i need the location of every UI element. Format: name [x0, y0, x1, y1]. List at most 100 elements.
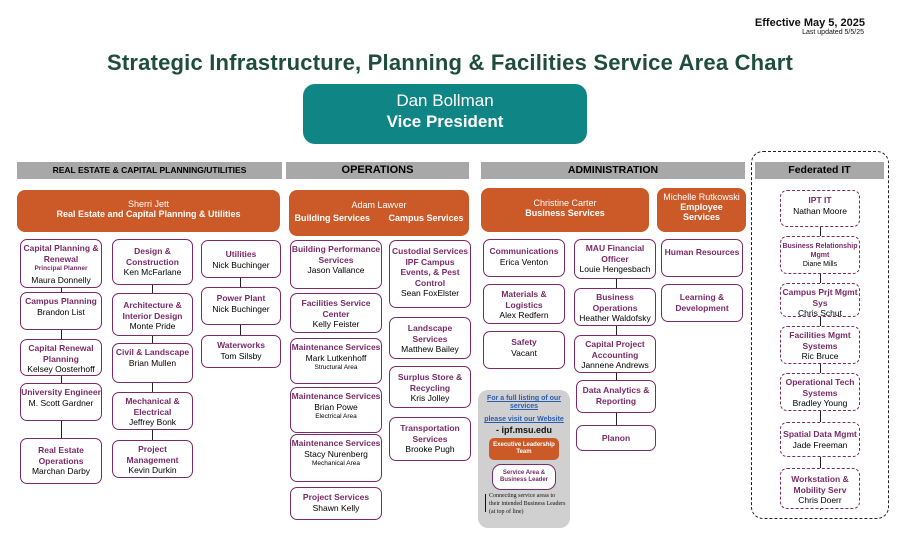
unit-facilities-mgmt-systems: Facilities Mgmt Systems Ric Bruce — [780, 326, 860, 364]
unit-person: Jannene Andrews — [581, 360, 649, 370]
leader-name: Adam Lawver — [351, 200, 407, 210]
unit-person: M. Scott Gardner — [28, 397, 94, 408]
unit-person: Sean FoxElster — [400, 288, 460, 298]
unit-title: IPT IT — [808, 195, 832, 205]
unit-mechanical-electrical: Mechanical & Electrical Jeffrey Bonk — [112, 392, 193, 430]
unit-project-management: Project Management Kevin Durkin — [112, 440, 193, 478]
unit-person: Erica Venton — [499, 256, 549, 267]
website-link-2[interactable]: please visit our Website — [484, 416, 564, 423]
leader-name: Christine Carter — [533, 198, 597, 208]
unit-title: Learning & Development — [675, 292, 729, 313]
unit-capital-renewal-planning: Capital Renewal Planning Kelsey Oosterho… — [20, 339, 102, 376]
unit-custodial-services: Custodial Services IPF Campus Events, & … — [389, 240, 471, 308]
leader-title: Real Estate and Capital Planning & Utili… — [56, 209, 241, 219]
unit-campus-planning: Campus Planning Brandon List — [20, 292, 102, 330]
unit-person: Kris Jolley — [410, 393, 450, 403]
unit-title: Planon — [601, 433, 631, 443]
unit-spatial-data-mgmt: Spatial Data Mgmt Jade Freeman — [780, 422, 860, 457]
unit-maintenance-structural: Maintenance Services Mark Lutkenhoff Str… — [290, 338, 382, 384]
unit-utilities: Utilities Nick Buchinger — [201, 240, 281, 278]
website-link[interactable]: For a full listing of our services — [478, 395, 570, 411]
vp-role: Vice President — [386, 112, 504, 131]
unit-title: Data Analytics & Reporting — [582, 385, 650, 406]
unit-capital-project-accounting: Capital Project Accounting Jannene Andre… — [574, 335, 656, 373]
unit-facilities-service-center: Facilities Service Center Kelly Feister — [290, 293, 382, 333]
unit-person: Jason Vallance — [307, 265, 365, 275]
unit-safety: Safety Vacant — [483, 331, 565, 369]
unit-power-plant: Power Plant Nick Buchinger — [201, 287, 281, 325]
unit-person: Kelsey Oosterhoff — [27, 364, 95, 374]
unit-title: Materials & Logistics — [501, 289, 547, 310]
unit-title: Utilities — [225, 249, 257, 259]
unit-operational-tech-systems: Operational Tech Systems Bradley Young — [780, 373, 860, 411]
unit-building-performance-services: Building Performance Services Jason Vall… — [290, 240, 382, 289]
unit-transportation-services: Transportation Services Brooke Pugh — [389, 417, 471, 461]
unit-title: Operational Tech Systems — [785, 377, 855, 398]
federated-it-frame — [751, 151, 889, 519]
unit-person: Kevin Durkin — [128, 465, 177, 475]
unit-capital-planning-renewal: Capital Planning & Renewal Principal Pla… — [20, 239, 102, 288]
unit-data-analytics-reporting: Data Analytics & Reporting — [576, 380, 656, 413]
unit-subtitle: Principal Planner — [34, 265, 88, 272]
effective-date: Effective May 5, 2025 — [754, 17, 865, 29]
unit-title: Mechanical & Electrical — [125, 396, 180, 417]
unit-project-services: Project Services Shawn Kelly — [290, 487, 382, 520]
unit-workstation-mobility-serv: Workstation & Mobility Serv Chris Doerr — [780, 468, 860, 509]
unit-area: Mechanical Area — [311, 460, 361, 467]
legend-line-sample — [485, 494, 486, 512]
unit-person: Nick Buchinger — [212, 259, 270, 270]
unit-title: Capital Planning & Renewal — [23, 243, 99, 264]
unit-business-relationship-mgmt: Business Relationship Mgmt Diane Mills — [780, 236, 860, 274]
unit-person: Brooke Pugh — [405, 444, 455, 454]
unit-person: Monte Pride — [129, 321, 176, 331]
leader-box-administration: Christine Carter Business Services — [481, 188, 649, 232]
unit-person: Matthew Bailey — [401, 344, 459, 354]
unit-mau-financial-officer: MAU Financial Officer Louie Hengesbach — [574, 239, 656, 279]
unit-title: Human Resources — [664, 247, 740, 257]
legend-executive-swatch: Executive Leadership Team — [489, 438, 559, 460]
unit-maintenance-electrical: Maintenance Services Brian Powe Electric… — [290, 387, 382, 433]
section-header-administration: ADMINISTRATION — [481, 162, 745, 179]
unit-title: Spatial Data Mgmt — [783, 429, 857, 439]
website-url[interactable]: - ipf.msu.edu — [496, 425, 552, 435]
unit-landscape-services: Landscape Services Matthew Bailey — [389, 317, 471, 359]
unit-title: Building Performance Services — [291, 244, 381, 265]
unit-title: Business Operations — [592, 292, 638, 313]
unit-person: Kelly Feister — [312, 319, 360, 329]
unit-person: Stacy Nurenberg — [304, 448, 368, 459]
unit-title: Project Management — [126, 444, 179, 465]
unit-title: Real Estate Operations — [38, 445, 84, 466]
legend-panel: For a full listing of our services pleas… — [478, 390, 570, 528]
unit-person: Vacant — [511, 347, 537, 358]
page-title: Strategic Infrastructure, Planning & Fac… — [106, 50, 794, 75]
unit-title: Safety — [511, 337, 537, 347]
unit-title: University Engineer — [21, 387, 101, 397]
unit-communications: Communications Erica Venton — [483, 239, 565, 277]
unit-title: Waterworks — [217, 340, 265, 350]
unit-real-estate-operations: Real Estate Operations Marchan Darby — [20, 438, 102, 484]
unit-civil-landscape: Civil & Landscape Brian Mullen — [112, 343, 193, 383]
unit-person: Marchan Darby — [31, 466, 91, 476]
section-header-federated-it: Federated IT — [755, 162, 884, 179]
unit-person: Jade Freeman — [792, 439, 848, 450]
leader-name: Michelle Rutkowski — [663, 192, 740, 202]
leader-box-real-estate: Sherri Jett Real Estate and Capital Plan… — [17, 190, 280, 232]
leader-title: Business Services — [525, 208, 605, 218]
unit-person: Chris Schut — [798, 308, 842, 318]
link-text[interactable]: For a full listing of our services — [487, 395, 561, 410]
unit-university-engineer: University Engineer M. Scott Gardner — [20, 383, 102, 421]
unit-title: Business Relationship Mgmt — [782, 243, 858, 259]
unit-title: Surplus Store & Recycling — [397, 372, 463, 393]
unit-title: Custodial Services IPF Campus Events, & … — [391, 246, 469, 288]
unit-area: Electrical Area — [315, 413, 357, 420]
unit-ipt-it: IPT IT Nathan Moore — [780, 190, 860, 227]
unit-person: Nick Buchinger — [212, 303, 270, 314]
unit-person: Louie Hengesbach — [579, 264, 651, 274]
section-header-real-estate: REAL ESTATE & CAPITAL PLANNING/UTILITIES — [17, 162, 282, 179]
unit-title: Architecture & Interior Design — [122, 300, 183, 321]
last-updated: Last updated 5/5/25 — [802, 29, 864, 36]
unit-planon: Planon — [576, 425, 656, 451]
leader-box-employee: Michelle Rutkowski Employee Services — [657, 188, 746, 232]
unit-person: Brian Powe — [314, 401, 358, 412]
unit-title: Maintenance Services — [291, 391, 381, 401]
